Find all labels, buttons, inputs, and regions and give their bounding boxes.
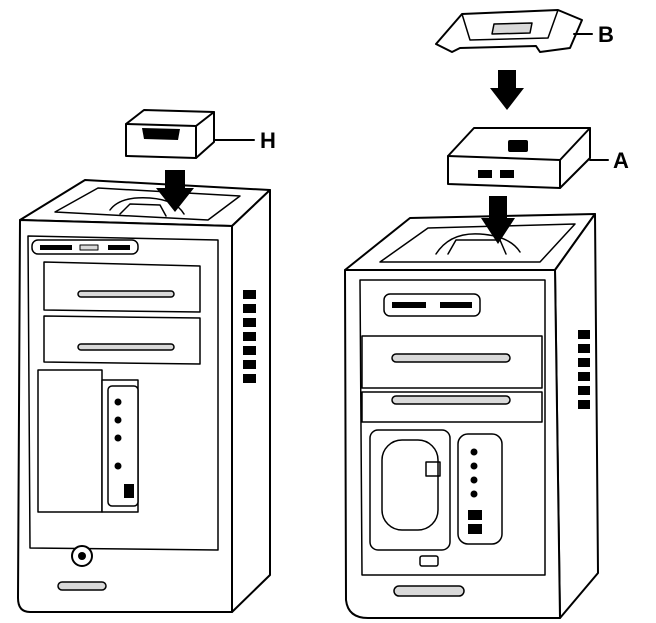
right-computer-tower bbox=[344, 213, 599, 619]
label-h: H bbox=[260, 128, 276, 153]
left-computer-tower bbox=[17, 179, 271, 613]
dock-a bbox=[447, 127, 591, 189]
label-a: A bbox=[613, 148, 629, 173]
label-b: B bbox=[598, 22, 614, 47]
adapter-b bbox=[435, 9, 583, 53]
dock-h bbox=[125, 109, 215, 159]
arrow-down-left bbox=[156, 170, 194, 212]
arrow-down-top bbox=[490, 70, 524, 110]
arrow-down-right bbox=[481, 196, 515, 244]
